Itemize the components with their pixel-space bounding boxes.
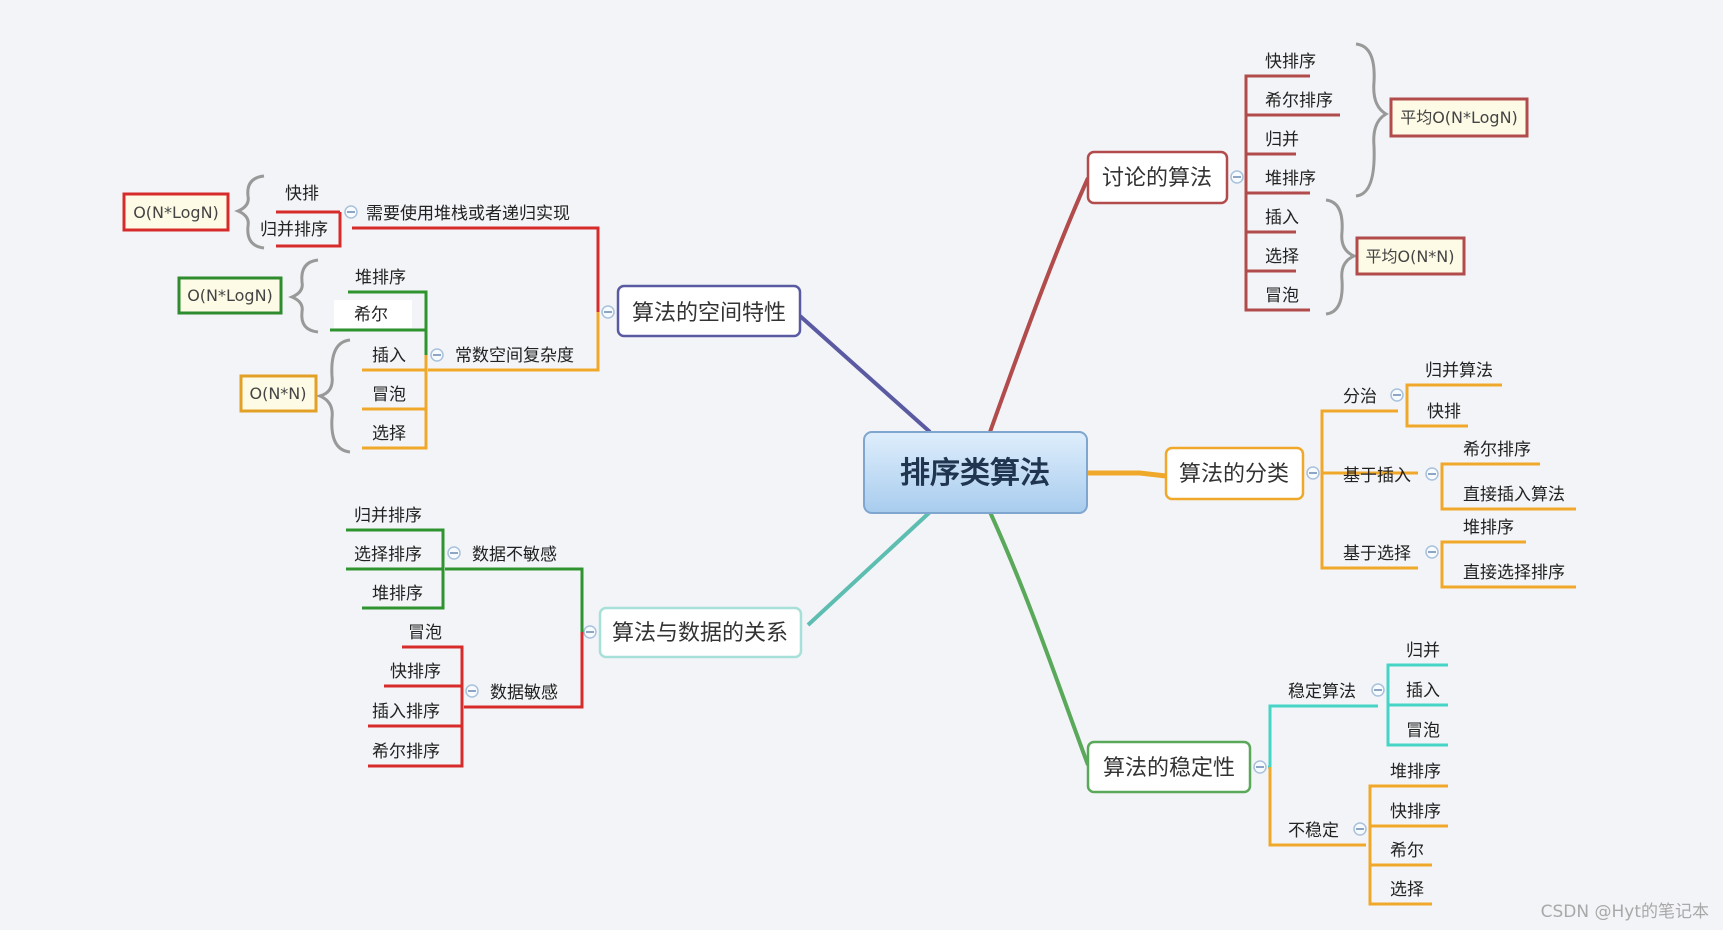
root-node[interactable]: 排序类算法 [863, 431, 1088, 514]
space-sub2-leaf-insert: 插入 [372, 346, 406, 366]
space-sub2-complexity-box-b [239, 374, 318, 413]
classify-node-box[interactable] [1164, 446, 1305, 501]
space-sub1-line [352, 226, 600, 312]
space-sub2-complexity-box-a [177, 276, 283, 315]
space-sub1-brace [234, 174, 265, 250]
space-node-box[interactable] [616, 284, 802, 338]
branch-discuss: 讨论的算法 快排序 希尔排序 归并 堆排序 插入 选择 冒泡 平均O(N*Log… [1086, 42, 1529, 316]
discuss-complexity-box-a [1389, 97, 1529, 138]
discuss-brace-a [1355, 42, 1390, 198]
space-sub2-brace-a [288, 258, 319, 334]
data-sub2-leaf-bubble: 冒泡 [408, 623, 442, 643]
connector-classify [1086, 470, 1167, 479]
stability-sub1-leaf-merge: 归并 [1406, 641, 1440, 661]
space-sub1-label: 需要使用堆栈或者递归实现 [366, 203, 570, 224]
space-sub2-label: 常数空间复杂度 [455, 346, 574, 366]
space-sub2-leaf-heapsort: 堆排序 [355, 268, 406, 288]
stability-sub2-label: 不稳定 [1288, 821, 1339, 841]
stability-sub2-leaf-select: 选择 [1390, 880, 1424, 900]
space-node-label: 算法的空间特性 [632, 301, 786, 326]
space-sub2-complexity-b: O(N*N) [249, 384, 306, 403]
classify-sub2-leaf-shell: 希尔排序 [1463, 440, 1531, 460]
data-sub2-label: 数据敏感 [490, 683, 558, 703]
stability-sub1-leaf-insert: 插入 [1406, 681, 1440, 701]
discuss-brace-b [1325, 198, 1358, 316]
space-sub1-leaf-mergesort: 归并排序 [260, 220, 328, 240]
space-sub1-complexity-box [122, 192, 230, 232]
space-sub1-complexity: O(N*LogN) [133, 203, 219, 222]
branch-space: 算法的空间特性 需要使用堆栈或者递归实现 快排 归并排序 O(N*LogN) 常… [122, 174, 802, 454]
connector-stability [988, 511, 1090, 766]
discuss-node-label: 讨论的算法 [1102, 166, 1212, 191]
data-sub1-leaf-select: 选择排序 [354, 545, 422, 565]
space-sub2-brace-b [315, 338, 351, 454]
space-sub2-line [428, 312, 600, 372]
discuss-leaf-merge: 归并 [1265, 130, 1299, 150]
data-sub1-leaf-merge: 归并排序 [354, 506, 422, 526]
space-sub2-leaf-shell: 希尔 [354, 305, 388, 325]
discuss-leaf-select: 选择 [1265, 247, 1299, 267]
main-connectors [798, 177, 1167, 766]
stability-sub2-leaf-shell: 希尔 [1390, 841, 1424, 861]
data-sub2-leaf-quick: 快排序 [390, 662, 441, 682]
classify-sub2-leaf-insert: 直接插入算法 [1463, 485, 1565, 505]
classify-sub3-label: 基于选择 [1343, 544, 1411, 564]
classify-node-label: 算法的分类 [1179, 462, 1289, 487]
space-sub1-leaf-quicksort: 快排 [285, 184, 319, 204]
discuss-leaf-bubble: 冒泡 [1265, 286, 1299, 306]
stability-node-box[interactable] [1086, 740, 1252, 794]
stability-node-label: 算法的稳定性 [1103, 756, 1235, 781]
branch-data: 算法与数据的关系 数据不敏感 归并排序 选择排序 堆排序 数据敏感 冒泡 快排序… [346, 506, 803, 768]
data-sub2-leaf-insert: 插入排序 [372, 702, 440, 722]
data-sub2-leaf-shell: 希尔排序 [372, 742, 440, 762]
root-label: 排序类算法 [900, 456, 1050, 491]
discuss-complexity-box-b [1355, 236, 1466, 276]
branch-classify: 算法的分类 分治 归并算法 快排 基于插入 希尔排序 直接插入算法 基于选择 堆… [1164, 361, 1576, 589]
discuss-leaf-shell: 希尔排序 [1265, 91, 1333, 111]
space-sub2-leaf-select: 选择 [372, 424, 406, 444]
branch-stability: 算法的稳定性 稳定算法 归并 插入 冒泡 不稳定 堆排序 快排序 希尔 选择 [1086, 641, 1448, 906]
stability-sub1-label: 稳定算法 [1288, 682, 1356, 702]
stability-sub2-leaf-quick: 快排序 [1390, 802, 1441, 822]
classify-sub1-leaf-merge: 归并算法 [1425, 361, 1493, 381]
discuss-leaf-heap: 堆排序 [1265, 169, 1316, 189]
space-sub2-complexity-a: O(N*LogN) [187, 286, 273, 305]
data-sub1-line [445, 567, 584, 632]
data-sub1-leaf-heap: 堆排序 [372, 584, 423, 604]
space-sub2-leaf-bubble: 冒泡 [372, 385, 406, 405]
watermark: CSDN @Hyt的笔记本 [1540, 902, 1709, 922]
classify-sub3-leaf-select: 直接选择排序 [1463, 563, 1565, 583]
connector-discuss [988, 177, 1090, 433]
classify-sub1-label: 分治 [1343, 387, 1377, 407]
classify-sub1-leaf-quick: 快排 [1427, 402, 1461, 422]
stability-sub2-leaf-heap: 堆排序 [1390, 762, 1441, 782]
data-sub2-line [464, 632, 584, 709]
connector-space [798, 314, 932, 434]
connector-data [806, 510, 932, 627]
stability-sub1-leaf-bubble: 冒泡 [1406, 721, 1440, 741]
classify-sub3-leaf-heap: 堆排序 [1463, 518, 1514, 538]
discuss-complexity-b: 平均O(N*N) [1365, 247, 1454, 266]
discuss-leaf-insert: 插入 [1265, 208, 1299, 228]
discuss-node-box[interactable] [1086, 150, 1229, 205]
data-node-label: 算法与数据的关系 [612, 621, 788, 646]
discuss-leaf-quick: 快排序 [1265, 52, 1316, 72]
data-node-box[interactable] [598, 606, 803, 659]
discuss-complexity-a: 平均O(N*LogN) [1400, 108, 1518, 127]
data-sub1-label: 数据不敏感 [472, 545, 557, 565]
classify-sub2-label: 基于插入 [1343, 466, 1411, 486]
